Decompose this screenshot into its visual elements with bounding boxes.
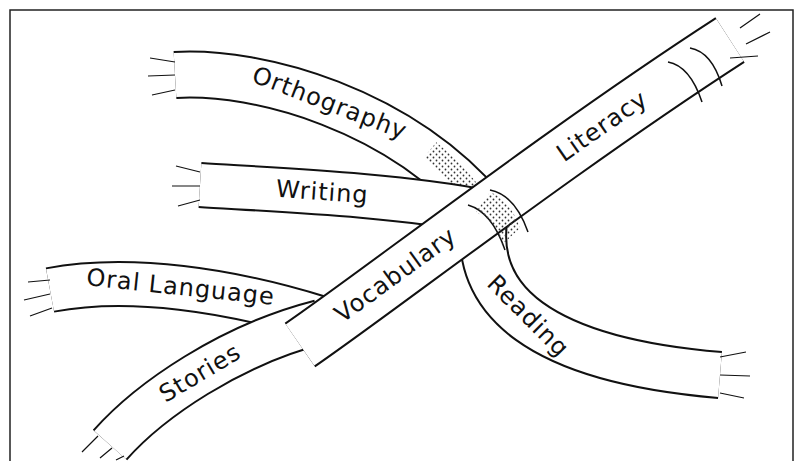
rope-illustration — [0, 0, 803, 461]
figure-frame: OrthographyWritingOral LanguageStoriesVo… — [0, 0, 803, 461]
